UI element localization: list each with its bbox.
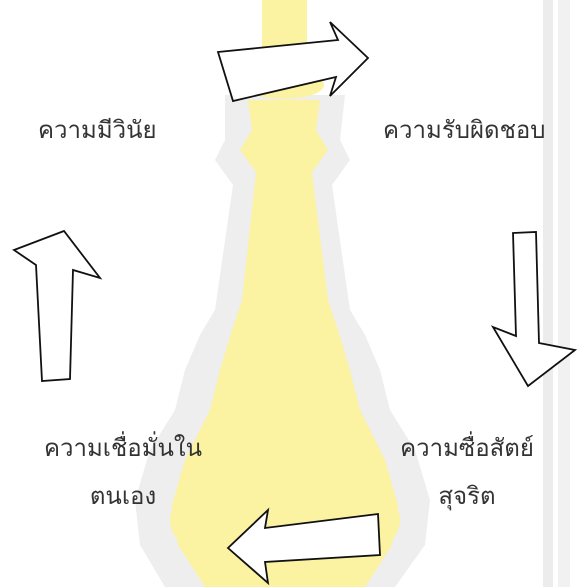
label-honesty: ความซื่อสัตย์ สุจริต	[393, 433, 541, 511]
watermark-tower	[172, 100, 398, 587]
arrow-left-up	[12, 229, 103, 382]
label-self-confidence: ความเชื่อมั่นใน ตนเอง	[34, 433, 212, 511]
arrow-right-down	[490, 231, 578, 388]
label-self-confidence-line2: ตนเอง	[89, 482, 157, 510]
label-discipline: ความมีวินัย	[38, 116, 157, 144]
arrow-bottom-left	[226, 507, 381, 586]
label-honesty-line1: ความซื่อสัตย์	[400, 434, 534, 462]
watermark-stripe	[543, 0, 553, 587]
label-self-confidence-line1: ความเชื่อมั่นใน	[43, 434, 203, 462]
label-responsibility: ความรับผิดชอบ	[383, 116, 546, 144]
watermark-stripe	[558, 0, 570, 587]
label-honesty-line2: สุจริต	[438, 482, 496, 510]
arrow-top-right	[216, 21, 370, 103]
